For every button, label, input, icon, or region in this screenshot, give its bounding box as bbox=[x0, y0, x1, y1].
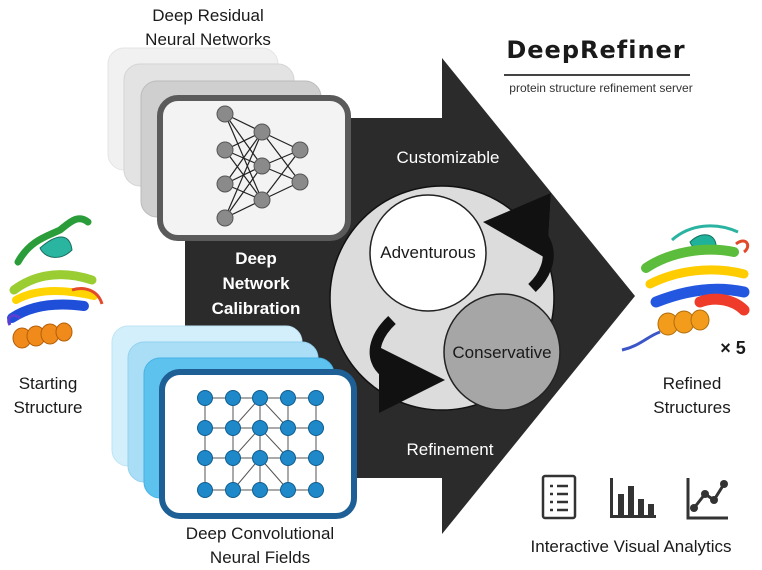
network-node bbox=[216, 209, 234, 227]
field-node bbox=[197, 482, 213, 498]
customizable-label: Customizable bbox=[396, 148, 500, 167]
network-edge bbox=[261, 131, 301, 183]
visual-analytics-label: Interactive Visual Analytics bbox=[530, 537, 732, 556]
bar-chart-icon bbox=[610, 478, 656, 518]
field-node bbox=[197, 420, 213, 436]
swap-arrow-up-icon bbox=[483, 193, 554, 293]
field-node bbox=[197, 390, 213, 406]
network-node bbox=[253, 123, 271, 141]
field-node bbox=[308, 420, 324, 436]
brand-subtitle: protein structure refinement server bbox=[509, 81, 693, 95]
network-edge bbox=[261, 149, 301, 201]
convolutional-field-card-stack bbox=[111, 325, 357, 519]
network-node bbox=[291, 141, 309, 159]
field-node bbox=[225, 450, 241, 466]
network-node bbox=[216, 175, 234, 193]
conservative-label: Conservative bbox=[452, 343, 552, 362]
refinement-label: Refinement bbox=[406, 440, 494, 459]
brand-title: DeepRefiner bbox=[506, 36, 686, 64]
field-node bbox=[225, 420, 241, 436]
swap-arrow-down-icon bbox=[369, 315, 445, 413]
field-node bbox=[225, 482, 241, 498]
starting-structure-protein-image bbox=[7, 215, 104, 349]
calibration-label: Deep Network Calibration bbox=[211, 249, 301, 318]
network-edge bbox=[224, 165, 263, 219]
list-report-icon bbox=[541, 474, 577, 520]
field-node bbox=[252, 450, 268, 466]
line-chart-icon bbox=[686, 478, 728, 520]
deep-convolutional-label: Deep Convolutional Neural Fields bbox=[185, 524, 335, 567]
brand-divider bbox=[504, 74, 690, 76]
network-edge bbox=[224, 131, 263, 185]
network-node bbox=[216, 105, 234, 123]
network-edge bbox=[224, 131, 263, 219]
field-node bbox=[280, 390, 296, 406]
field-node bbox=[308, 450, 324, 466]
field-node bbox=[225, 390, 241, 406]
network-edge bbox=[224, 113, 263, 167]
network-node bbox=[291, 173, 309, 191]
refined-structures-label: Refined Structures bbox=[653, 374, 731, 417]
residual-network-graph bbox=[216, 105, 309, 227]
field-node bbox=[252, 420, 268, 436]
field-node bbox=[308, 482, 324, 498]
network-node bbox=[253, 157, 271, 175]
network-node bbox=[216, 141, 234, 159]
field-node bbox=[280, 420, 296, 436]
residual-networks-label: Deep Residual Neural Networks bbox=[145, 6, 271, 49]
adventurous-label: Adventurous bbox=[380, 243, 476, 262]
field-node bbox=[252, 390, 268, 406]
field-node bbox=[280, 450, 296, 466]
starting-structure-label: Starting Structure bbox=[13, 374, 83, 417]
field-node bbox=[252, 482, 268, 498]
field-node bbox=[280, 482, 296, 498]
multiplier-label: × 5 bbox=[720, 338, 746, 358]
network-node bbox=[253, 191, 271, 209]
residual-network-card-stack bbox=[107, 47, 351, 241]
convolutional-field-graph bbox=[197, 390, 324, 498]
refined-structure-protein-image bbox=[621, 224, 750, 352]
field-node bbox=[308, 390, 324, 406]
field-node bbox=[197, 450, 213, 466]
